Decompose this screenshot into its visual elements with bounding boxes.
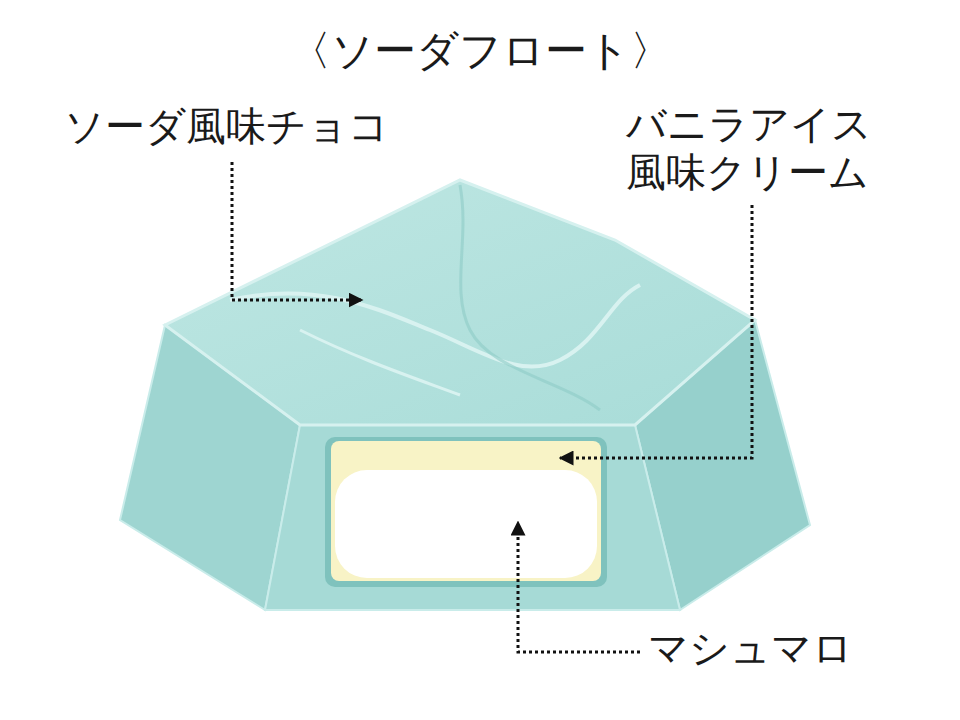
leader-lines xyxy=(232,162,752,652)
swirl-ridge xyxy=(460,185,600,410)
top-face xyxy=(165,180,755,425)
marshmallow xyxy=(335,470,597,578)
title: 〈ソーダフロート〉 xyxy=(180,26,780,76)
leader-line xyxy=(518,522,640,652)
swirl-ridge xyxy=(230,285,640,367)
swirl-ridge xyxy=(300,330,460,395)
front-face xyxy=(265,425,680,610)
chocolate-piece xyxy=(120,180,810,610)
part-label: ソーダ風味チョコ xyxy=(64,102,444,150)
vanilla-cream xyxy=(331,441,601,581)
part-label: マシュマロ xyxy=(648,624,948,672)
leader-line xyxy=(232,162,362,300)
part-label: バニラアイス 風味クリーム xyxy=(626,100,901,196)
leader-line xyxy=(560,205,752,458)
